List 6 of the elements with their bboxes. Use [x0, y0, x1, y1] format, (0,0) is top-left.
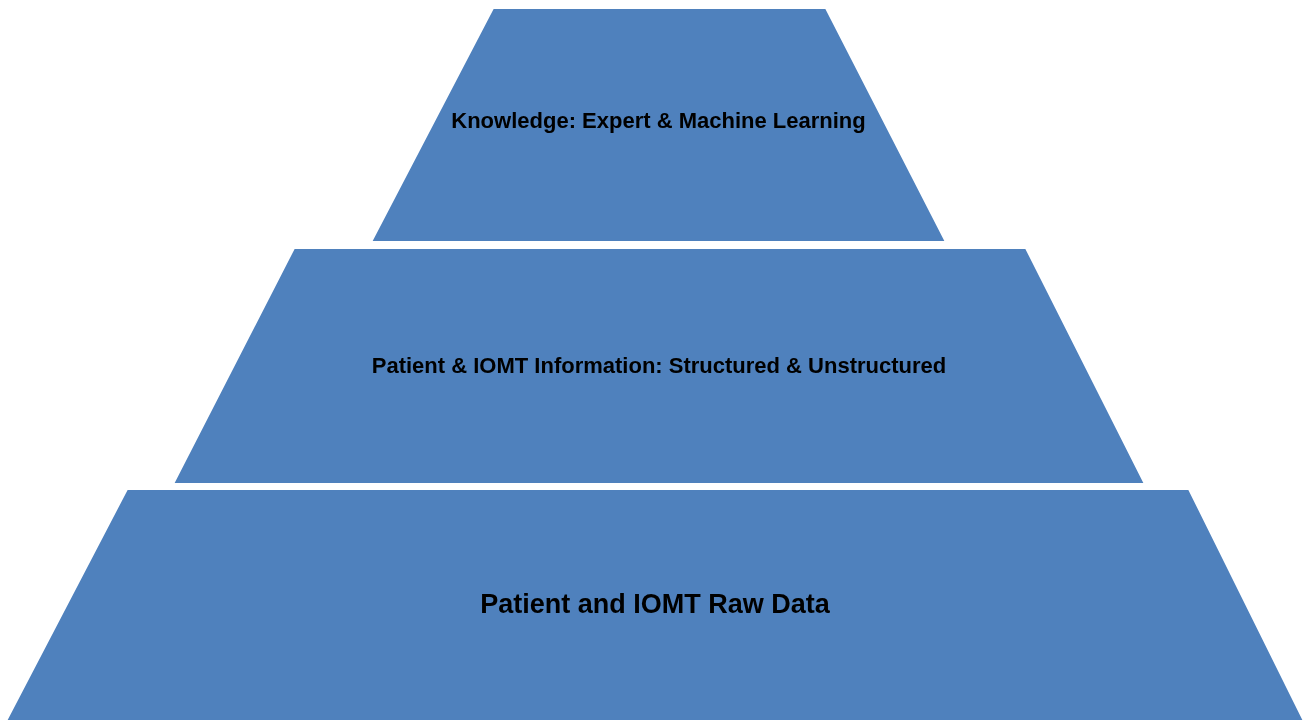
pyramid-layer: [5, 488, 1305, 722]
pyramid-layer: [370, 7, 947, 243]
layer-label: Patient and IOMT Raw Data: [480, 588, 830, 622]
pyramid-layer: [172, 247, 1146, 485]
layer-label: Patient & IOMT Information: Structured & Unstructured: [371, 351, 947, 380]
layer-label: Knowledge: Expert & Machine Learning: [451, 106, 866, 135]
